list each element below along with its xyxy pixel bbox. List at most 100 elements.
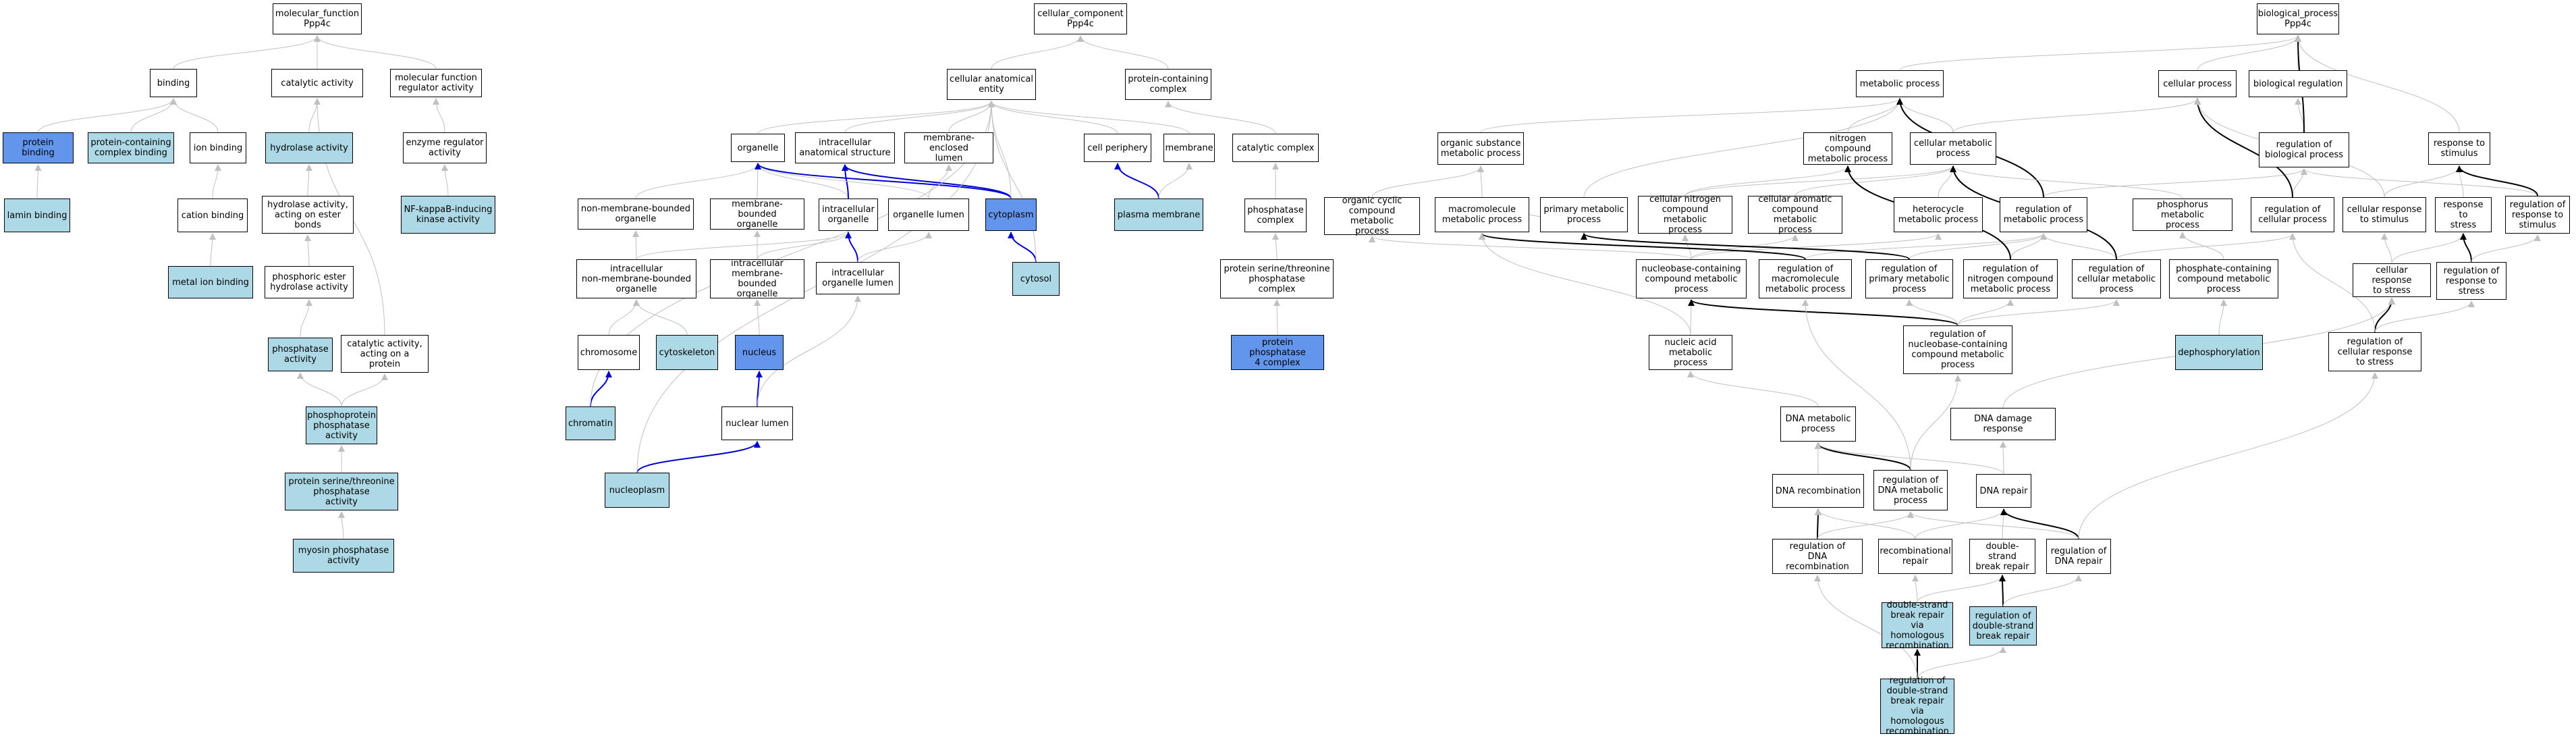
node-cell-periphery[interactable]: cell periphery	[1084, 134, 1151, 162]
node-cellular-nitrogen[interactable]: cellular nitrogen compound metabolic pro…	[1638, 194, 1732, 235]
node-regulation-bio[interactable]: regulation of biological process	[2259, 132, 2349, 167]
node-reg-cellular[interactable]: regulation of cellular process	[2251, 197, 2334, 232]
node-chromosome[interactable]: chromosome	[578, 335, 640, 370]
node-response-stimulus[interactable]: response to stimulus	[2428, 132, 2490, 165]
node-organelle[interactable]: organelle	[731, 134, 785, 162]
edge-pp4_complex-to-ser_thr_phosphatase_complex	[1273, 299, 1281, 336]
node-organelle-lumen[interactable]: organelle lumen	[888, 199, 969, 231]
node-catalytic-on-protein[interactable]: catalytic activity, acting on a protein	[341, 335, 429, 373]
node-metabolic-process[interactable]: metabolic process	[1856, 70, 1944, 97]
node-catalytic-complex[interactable]: catalytic complex	[1232, 134, 1319, 162]
node-reg-dsb-repair[interactable]: regulation of double-strand break repair	[1969, 606, 2037, 645]
node-reg-response-stress[interactable]: regulation of response to stress	[2436, 262, 2506, 300]
node-binding[interactable]: binding	[150, 69, 197, 97]
node-reg-dsb-repair-hr[interactable]: regulation of double-strand break repair…	[1880, 676, 1954, 737]
node-hydrolase-activity[interactable]: hydrolase activity	[265, 132, 353, 163]
node-myosin-phosphatase[interactable]: myosin phosphatase activity	[293, 539, 394, 573]
node-nfkb[interactable]: NF-kappaB-inducing kinase activity	[401, 196, 495, 234]
node-cc-root[interactable]: cellular_component Ppp4c	[1034, 3, 1127, 34]
node-nucleoplasm[interactable]: nucleoplasm	[605, 473, 669, 508]
node-cellular-response-stress[interactable]: cellular response to stress	[2353, 263, 2431, 297]
node-cellular-anatomical-entity[interactable]: cellular anatomical entity	[947, 69, 1036, 100]
node-nucleic-acid[interactable]: nucleic acid metabolic process	[1649, 335, 1732, 370]
node-reg-dna-recombination[interactable]: regulation of DNA recombination	[1772, 539, 1863, 574]
node-nucleus[interactable]: nucleus	[735, 335, 784, 370]
node-pp4-complex[interactable]: protein phosphatase 4 complex	[1231, 335, 1324, 370]
node-phosphoprotein-phosphatase[interactable]: phosphoprotein phosphatase activity	[306, 406, 377, 444]
node-metal-ion-binding[interactable]: metal ion binding	[168, 266, 253, 298]
node-nucleobase-containing[interactable]: nucleobase-containing compound metabolic…	[1636, 259, 1747, 298]
node-lamin-binding[interactable]: lamin binding	[4, 199, 70, 232]
node-dna-repair[interactable]: DNA repair	[1976, 474, 2031, 508]
node-ser-thr-phosphatase-complex[interactable]: protein serine/threonine phosphatase com…	[1220, 259, 1334, 298]
node-phosphoric-ester[interactable]: phosphoric ester hydrolase activity	[265, 266, 354, 298]
edge-non_membrane_bounded-to-organelle	[635, 163, 761, 199]
node-intracellular-anatomical[interactable]: intracellular anatomical structure	[795, 132, 895, 163]
node-reg-metabolic[interactable]: regulation of metabolic process	[2000, 197, 2087, 232]
node-recombinational-repair[interactable]: recombinational repair	[1878, 539, 1952, 574]
node-nitrogen-compound[interactable]: nitrogen compound metabolic process	[1803, 132, 1892, 165]
node-reg-nitrogen[interactable]: regulation of nitrogen compound metaboli…	[1963, 259, 2058, 298]
edge-reg_dna_metabolic-to-dna_metabolic	[1815, 442, 1911, 471]
node-dsb-repair-hr[interactable]: double-strand break repair via homologou…	[1882, 600, 1953, 651]
node-dna-damage-response[interactable]: DNA damage response	[1950, 408, 2056, 440]
node-reg-cellular-response-stress[interactable]: regulation of cellular response to stres…	[2328, 332, 2421, 371]
node-dsb-repair[interactable]: double-strand break repair	[1969, 539, 2035, 574]
node-cation-binding[interactable]: cation binding	[177, 199, 248, 232]
node-catalytic-activity[interactable]: catalytic activity	[271, 69, 363, 97]
node-cellular-aromatic[interactable]: cellular aromatic compound metabolic pro…	[1748, 194, 1842, 235]
node-enzyme-regulator[interactable]: enzyme regulator activity	[403, 132, 487, 163]
node-heterocycle[interactable]: heterocycle metabolic process	[1894, 197, 1983, 232]
node-intra-membrane-bounded[interactable]: intracellular membrane-bounded organelle	[710, 259, 804, 299]
node-chromatin[interactable]: chromatin	[566, 406, 615, 440]
node-intracellular-organelle[interactable]: intracellular organelle	[819, 199, 878, 231]
node-cellular-response-stimulus[interactable]: cellular response to stimulus	[2342, 197, 2426, 232]
node-membrane-bounded[interactable]: membrane-bounded organelle	[710, 199, 804, 230]
node-primary-metabolic[interactable]: primary metabolic process	[1540, 197, 1628, 232]
node-ion-binding[interactable]: ion binding	[190, 132, 246, 163]
edge-reg_dna_metabolic-to-reg_macromolecule	[1802, 299, 1911, 471]
node-dna-recombination[interactable]: DNA recombination	[1772, 474, 1864, 508]
node-pcc-binding[interactable]: protein-containing complex binding	[88, 132, 174, 163]
node-organic-substance[interactable]: organic substance metabolic process	[1437, 132, 1524, 165]
node-intra-non-membrane[interactable]: intracellular non-membrane-bounded organ…	[576, 259, 696, 298]
node-reg-primary[interactable]: regulation of primary metabolic process	[1865, 259, 1953, 298]
node-plasma-membrane[interactable]: plasma membrane	[1114, 199, 1203, 231]
node-dephosphorylation[interactable]: dephosphorylation	[2175, 335, 2263, 370]
node-organic-cyclic[interactable]: organic cyclic compound metabolic proces…	[1324, 196, 1420, 236]
node-cellular-process[interactable]: cellular process	[2158, 70, 2237, 97]
node-cytoskeleton[interactable]: cytoskeleton	[656, 335, 718, 370]
node-intra-organelle-lumen[interactable]: intracellular organelle lumen	[816, 262, 900, 294]
node-bp-root[interactable]: biological_process Ppp4c	[2257, 3, 2339, 34]
node-non-membrane-bounded[interactable]: non-membrane-bounded organelle	[578, 199, 694, 230]
node-reg-dna-repair[interactable]: regulation of DNA repair	[2046, 539, 2111, 574]
node-phosphatase-activity[interactable]: phosphatase activity	[268, 338, 333, 371]
node-hydrolase-ester[interactable]: hydrolase activity, acting on ester bond…	[262, 196, 354, 234]
edge-reg_response_stimulus-to-response_stimulus	[2456, 165, 2538, 196]
node-membrane-enclosed-lumen[interactable]: membrane-enclosed lumen	[904, 132, 993, 163]
node-cellular-metabolic[interactable]: cellular metabolic process	[1910, 132, 1996, 165]
node-reg-cellular-metabolic[interactable]: regulation of cellular metabolic process	[2072, 259, 2161, 298]
edge-cellular_nitrogen-to-cellular_metabolic	[1684, 165, 1956, 196]
node-cytoplasm[interactable]: cytoplasm	[985, 199, 1037, 231]
node-mf-root[interactable]: molecular_function Ppp4c	[273, 3, 362, 34]
node-phosphatase-complex[interactable]: phosphatase complex	[1244, 199, 1307, 232]
node-response-stress[interactable]: response to stress	[2435, 197, 2492, 232]
node-reg-response-stimulus[interactable]: regulation of response to stimulus	[2505, 196, 2570, 234]
node-reg-macromolecule[interactable]: regulation of macromolecule metabolic pr…	[1759, 259, 1852, 298]
node-nuclear-lumen[interactable]: nuclear lumen	[721, 406, 793, 440]
node-phosphate-containing[interactable]: phosphate-containing compound metabolic …	[2169, 259, 2278, 298]
node-ser-thr-phosphatase-activity[interactable]: protein serine/threonine phosphatase act…	[285, 473, 398, 510]
node-reg-dna-metabolic[interactable]: regulation of DNA metabolic process	[1873, 470, 1948, 510]
node-biological-regulation[interactable]: biological regulation	[2249, 70, 2347, 97]
node-dna-metabolic[interactable]: DNA metabolic process	[1780, 406, 1856, 442]
node-mf-regulator[interactable]: molecular function regulator activity	[390, 69, 482, 97]
node-reg-nucleobase[interactable]: regulation of nucleobase-containing comp…	[1903, 325, 2012, 374]
node-phosphorus-metabolic[interactable]: phosphorus metabolic process	[2133, 199, 2232, 231]
edge-dna_metabolic-to-nucleic_acid	[1687, 371, 1819, 407]
node-protein-containing-complex[interactable]: protein-containing complex	[1125, 69, 1211, 100]
node-cytosol[interactable]: cytosol	[1012, 262, 1060, 296]
node-membrane[interactable]: membrane	[1163, 134, 1215, 162]
node-macromolecule-metabolic[interactable]: macromolecule metabolic process	[1435, 197, 1529, 232]
node-protein-binding[interactable]: protein binding	[3, 132, 74, 163]
